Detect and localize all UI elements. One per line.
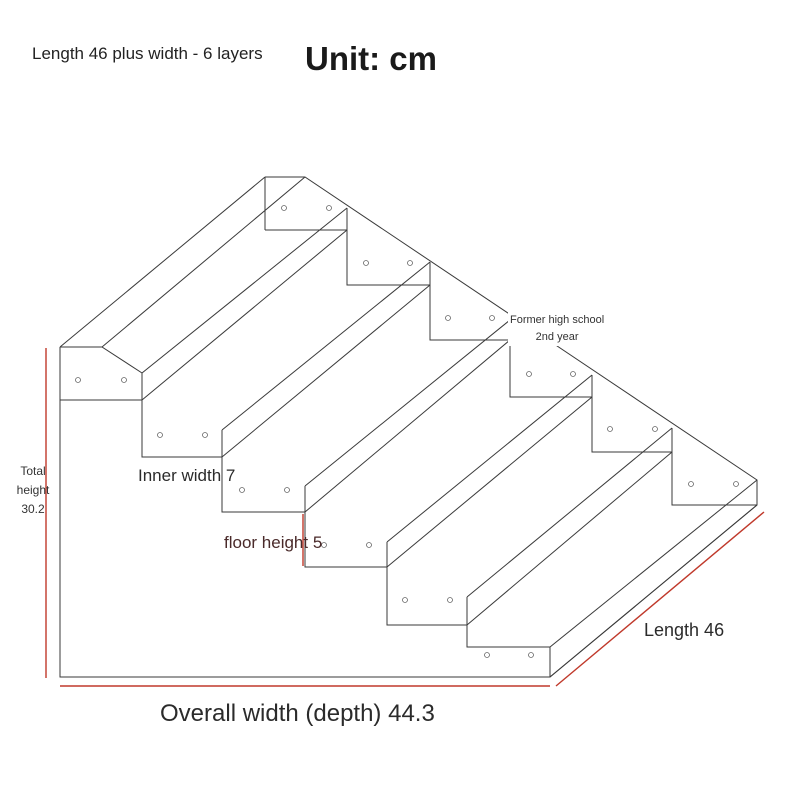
- screw-hole: [157, 432, 163, 438]
- subtitle: Length 46 plus width - 6 layers: [32, 44, 263, 63]
- screw-hole: [688, 481, 694, 487]
- total-height-line-1: Total: [20, 464, 46, 478]
- screw-hole: [202, 432, 208, 438]
- overall-width-label: Overall width (depth) 44.3: [160, 700, 435, 727]
- screw-hole: [733, 481, 739, 487]
- screw-hole: [489, 315, 495, 321]
- screw-hole: [239, 487, 245, 493]
- screw-hole: [321, 542, 327, 548]
- length-label: Length 46: [644, 620, 725, 640]
- screw-hole: [121, 377, 127, 383]
- total-height-value: 30.2: [21, 502, 45, 516]
- screw-hole: [281, 205, 287, 211]
- total-height-line-2: height: [16, 483, 50, 497]
- back-panel-outline: [59, 176, 758, 678]
- screw-hole: [570, 371, 576, 377]
- screw-hole: [607, 426, 613, 432]
- front-riser-lines: [221, 430, 551, 677]
- screw-hole: [447, 597, 453, 603]
- note-line-2: 2nd year: [535, 331, 579, 343]
- screw-hole: [363, 260, 369, 266]
- screw-hole: [407, 260, 413, 266]
- inner-width-label: Inner width 7: [138, 466, 236, 485]
- note-line-1: Former high school: [510, 314, 605, 326]
- screw-hole: [652, 426, 658, 432]
- unit-label: Unit: cm: [305, 40, 437, 77]
- screw-hole: [75, 377, 81, 383]
- screw-hole: [326, 205, 332, 211]
- total-height-label: Total height 30.2: [12, 462, 54, 519]
- floor-height-label: floor height 5: [224, 533, 323, 552]
- screw-hole: [284, 487, 290, 493]
- screw-hole: [484, 652, 490, 658]
- screw-hole: [526, 371, 532, 377]
- screw-hole: [366, 542, 372, 548]
- screw-hole: [445, 315, 451, 321]
- length-dimension-line: [555, 511, 765, 687]
- screw-hole: [402, 597, 408, 603]
- back-step-brackets: [265, 208, 757, 506]
- screw-hole: [528, 652, 534, 658]
- note-annotation: Former high school 2nd year: [508, 312, 607, 346]
- screw-holes: [75, 205, 739, 658]
- step-edges: [101, 176, 758, 678]
